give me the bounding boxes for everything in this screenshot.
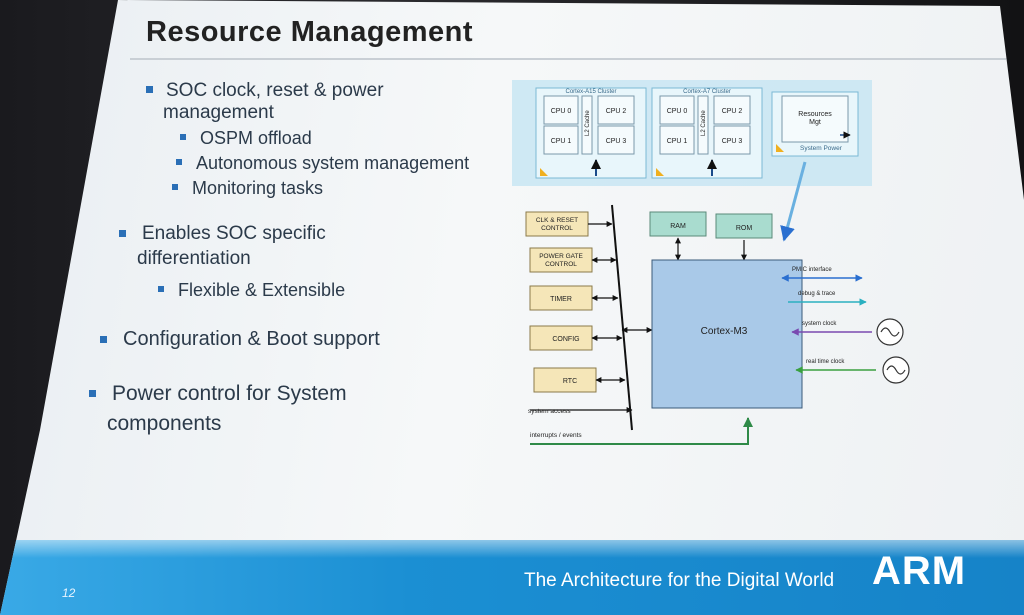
bullet-soc-line2: management — [163, 102, 274, 123]
a15-cpu3: CPU 3 — [606, 138, 627, 145]
debug-trace-label: debug & trace — [798, 291, 836, 297]
timer-label: TIMER — [550, 296, 572, 303]
rom-label: ROM — [736, 225, 753, 232]
page-number: 12 — [62, 586, 76, 600]
system-power-label: System Power — [800, 145, 843, 152]
bullet-power-line1: Power control for System — [112, 382, 347, 405]
sub-bullet-autonomous: Autonomous system management — [196, 153, 470, 173]
slide-title: Resource Management — [146, 16, 473, 48]
bullet-marker — [100, 336, 107, 343]
cortex-m3-label: Cortex-M3 — [701, 326, 748, 337]
title-divider — [130, 58, 1010, 60]
real-time-clock-label: real time clock — [806, 359, 845, 365]
rtc-label: RTC — [563, 378, 577, 385]
system-clock-label: system clock — [802, 321, 837, 327]
bullet-enables-line1: Enables SOC specific — [142, 223, 326, 244]
config-label: CONFIG — [552, 336, 579, 343]
system-bus — [611, 204, 633, 431]
system-access-label: system access — [528, 408, 571, 415]
sub-bullet-marker — [180, 134, 186, 140]
zoom-arrow — [780, 161, 807, 242]
a15-cluster-label: Cortex-A15 Cluster — [565, 89, 616, 95]
bullet-enables-line2: differentiation — [137, 248, 251, 269]
system-clock-oscillator — [876, 318, 904, 346]
resources-label-1: Resources — [798, 111, 832, 118]
bullet-marker — [89, 390, 96, 397]
clk-reset-label-1: CLK & RESET — [536, 217, 578, 224]
clk-reset-label-2: CONTROL — [541, 225, 573, 232]
bus-connectors — [530, 221, 653, 413]
bullet-soc-line1: SOC clock, reset & power — [166, 80, 384, 101]
sub-bullet-flexible: Flexible & Extensible — [178, 280, 346, 300]
sub-bullet-ospm: OSPM offload — [200, 128, 312, 148]
a7-cluster-label: Cortex-A7 Cluster — [683, 89, 731, 95]
a7-cpu0: CPU 0 — [667, 108, 688, 115]
bullet-config-boot: Configuration & Boot support — [123, 328, 380, 350]
a7-cpu3: CPU 3 — [722, 138, 743, 145]
pmic-interface-label: PMIC interface — [792, 267, 832, 273]
bullet-marker — [146, 86, 153, 93]
cortex-m3-block — [651, 259, 803, 409]
ram-block — [649, 211, 707, 237]
footer-highlight — [0, 540, 1024, 558]
a15-l2-cache: L2 Cache — [585, 110, 591, 136]
a7-cpu1: CPU 1 — [667, 138, 688, 145]
cortex-a15-cluster: Cortex-A15 Cluster CPU 0 CPU 1 L2 Cache … — [535, 87, 647, 179]
resources-mgt-block: Resources Mgt System Power — [771, 91, 859, 157]
a15-cpu0: CPU 0 — [551, 108, 572, 115]
bullet-marker — [119, 230, 126, 237]
a7-l2-cache: L2 Cache — [701, 110, 707, 136]
a15-cpu1: CPU 1 — [551, 138, 572, 145]
resources-label-2: Mgt — [809, 119, 821, 126]
sub-bullet-marker — [176, 159, 182, 165]
a7-cpu2: CPU 2 — [722, 108, 743, 115]
cortex-a7-cluster: Cortex-A7 Cluster CPU 0 CPU 1 L2 Cache C… — [651, 87, 763, 179]
system-diagram: Cortex-A15 Cluster CPU 0 CPU 1 L2 Cache … — [512, 80, 910, 445]
sub-bullet-marker — [172, 184, 178, 190]
interrupts-events-label: interrupts / events — [530, 432, 582, 439]
rom-block — [715, 213, 773, 239]
interrupts-line — [530, 417, 753, 445]
power-gate-label-1: POWER GATE — [539, 253, 583, 260]
sub-bullet-marker — [158, 286, 164, 292]
sub-bullet-monitoring: Monitoring tasks — [192, 178, 324, 198]
real-time-clock-oscillator — [882, 356, 910, 384]
a15-cpu2: CPU 2 — [606, 108, 627, 115]
footer-tagline: The Architecture for the Digital World — [524, 570, 835, 591]
power-gate-label-2: CONTROL — [545, 261, 577, 268]
bullet-power-line2: components — [107, 412, 222, 435]
arm-logo: ARM — [872, 549, 967, 593]
peripheral-column: CLK & RESET CONTROL POWER GATE CONTROL T… — [525, 211, 597, 393]
ram-label: RAM — [670, 223, 686, 230]
